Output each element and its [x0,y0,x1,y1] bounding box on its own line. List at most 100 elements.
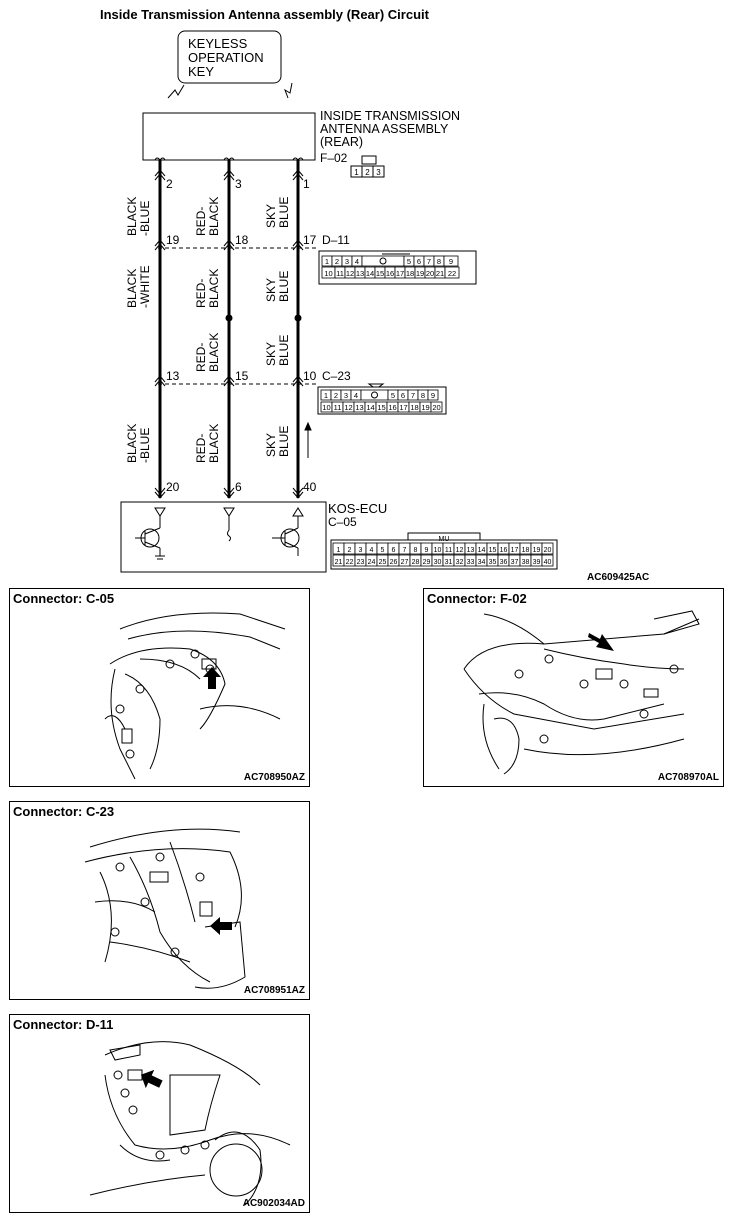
connector-pin-number: 3 [344,391,348,400]
wire-color-label: BLUE [277,197,291,228]
diagram-title: Inside Transmission Antenna assembly (Re… [100,7,430,22]
connector-pin-cell [443,255,459,267]
pin-number: 10 [303,369,317,383]
connector-pin-number: 32 [456,559,464,566]
connector-pin-number: 12 [456,547,464,554]
pin-number: 13 [166,369,180,383]
wire-color-label: BLACK [125,424,139,463]
connector-pin-number: 7 [403,547,407,554]
connector-pin-number: 30 [434,559,442,566]
connector-pin-number: 10 [434,547,442,554]
connector-pin-number: 24 [368,559,376,566]
connector-pin-number: 19 [533,547,541,554]
connector-pin-cell [541,542,554,555]
connector-pin-number: 13 [356,269,364,278]
connector-pin-number: 38 [522,559,530,566]
wire-color-label: RED- [194,279,208,308]
connector-pin-number: 21 [335,559,343,566]
connector-pin-number: 8 [421,391,425,400]
connector-key-mark [379,257,387,265]
connector-panel-d11: Connector: D-11 AC902034AD [9,1014,310,1213]
panel-figure-code: AC902034AD [242,1198,305,1209]
connector-pin-number: 2 [335,257,339,266]
wire-color-label: BLUE [277,426,291,457]
connector-pin-number: 15 [376,269,384,278]
key-label-line-2: OPERATION [188,50,264,65]
pin-number: 1 [303,177,310,191]
antenna-label-line-1: INSIDE TRANSMISSION [320,109,460,123]
antenna-connector-name: F–02 [320,151,348,165]
connector-pin-number: 35 [489,559,497,566]
connector-pin-number: 27 [401,559,409,566]
wire-color-label: BLACK [207,333,221,372]
connector-pin-number: 9 [425,547,429,554]
location-arrow-icon [140,1069,163,1089]
signal-direction-arrow-icon [304,421,312,458]
connector-key-mark [371,391,378,399]
connector-pin-number: 1 [324,391,328,400]
ecu-internal-circuit [135,507,304,560]
connector-pin-number: 7 [427,257,431,266]
connector-pin-number: 36 [500,559,508,566]
connector-pin-number: 16 [386,269,394,278]
connector-pin-number: 16 [388,403,396,412]
connector-pin-number: 11 [334,403,342,412]
connector-pin-number: 20 [544,547,552,554]
connector-pin-number: 1 [337,547,341,554]
panel-title: Connector: C-23 [13,804,115,819]
connector-pin-number: 2 [334,391,338,400]
wire-color-label: RED- [194,434,208,463]
f02-pin: 2 [365,168,370,177]
connector-pin-number: 25 [379,559,387,566]
connector-pin-number: 26 [390,559,398,566]
d11-location-illustration [89,1041,291,1206]
wire-color-label: -BLUE [138,428,152,463]
connector-pin-number: 8 [414,547,418,554]
connector-pin-number: 37 [511,559,519,566]
wire-color-label: BLACK [125,197,139,236]
connector-pin-number: 19 [421,403,429,412]
connector-pin-number: 4 [370,547,374,554]
connector-pin-number: 9 [431,391,435,400]
connector-pin-number: 22 [346,559,354,566]
connector-pin-number: 29 [423,559,431,566]
splice-point [294,314,302,322]
pin-number: 20 [166,480,180,494]
wire-color-label: SKY [264,278,278,302]
pin-number: 17 [303,233,317,247]
pin-number: 6 [235,480,242,494]
c23-location-illustration [84,828,246,989]
connector-panel-c23: Connector: C-23 AC708951AZ [9,801,310,1000]
wire-color-label: BLACK [207,197,221,236]
connector-pin-number: 5 [381,547,385,554]
keyless-key-box [177,30,282,84]
ecu-name: KOS-ECU [328,501,387,516]
connector-pin-number: 6 [392,547,396,554]
antenna-label-line-3: (REAR) [320,135,363,149]
connector-pin-number: 33 [467,559,475,566]
connector-pin-number: 7 [411,391,415,400]
connector-pin-number: 1 [325,257,329,266]
connector-pin-number: 17 [399,403,407,412]
f02-pin: 1 [354,168,359,177]
circuit-diagram: Inside Transmission Antenna assembly (Re… [100,7,649,583]
pin-number: 18 [235,233,249,247]
kos-ecu-box [120,501,327,573]
f02-location-illustration [463,610,700,775]
connector-pin-number: 11 [336,269,344,278]
f02-connector-face: 1 2 3 [350,155,385,178]
wire-color-label: SKY [264,433,278,457]
panel-title: Connector: D-11 [13,1017,114,1032]
connector-pin-cell [430,401,443,413]
wire-color-label: -BLUE [138,201,152,236]
pin-number: 3 [235,177,242,191]
connector-pin-number: 13 [467,547,475,554]
connector-pin-number: 23 [357,559,365,566]
panel-title: Connector: C-05 [13,591,115,606]
connector-pin-number: 5 [391,391,395,400]
pin-number: 40 [303,480,317,494]
connector-pin-number: 15 [489,547,497,554]
connector-pin-number: 18 [406,269,414,278]
panel-figure-code: AC708950AZ [243,772,305,783]
